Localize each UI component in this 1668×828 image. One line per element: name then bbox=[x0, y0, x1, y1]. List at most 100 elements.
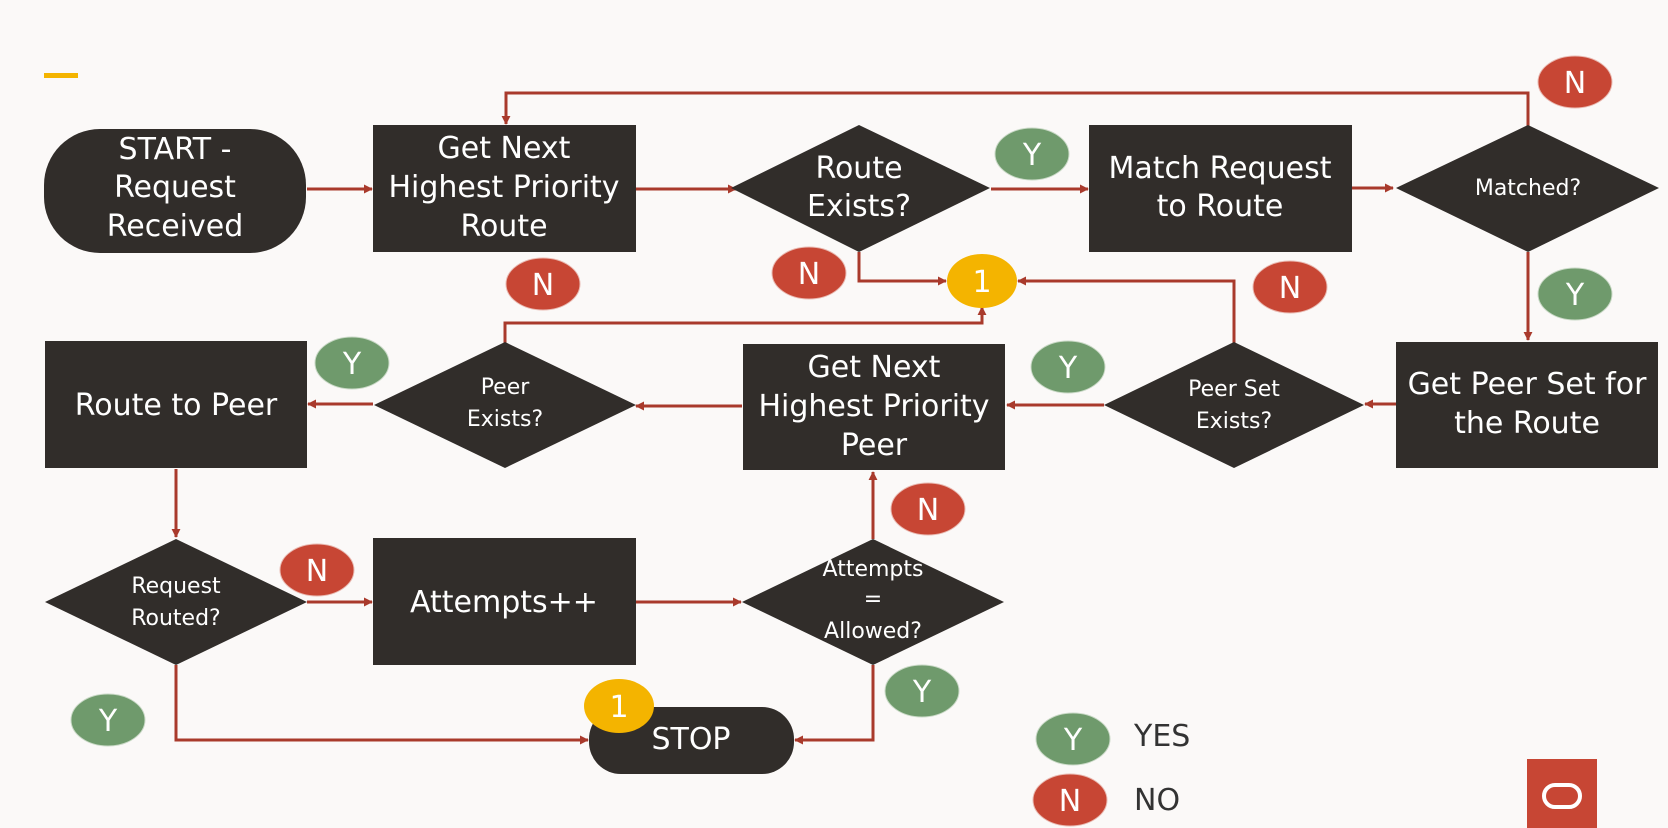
accent-dash bbox=[44, 73, 78, 78]
legend-no: N NO bbox=[1032, 773, 1180, 827]
yes-badge-peer-set-exists: Y bbox=[1030, 340, 1106, 394]
svg-text:1: 1 bbox=[972, 265, 991, 300]
arrow-attempts-allowed-yes-to-stop bbox=[794, 665, 875, 745]
node-get-route-line-1: Get Next bbox=[438, 131, 571, 166]
no-badge-peer-exists: N bbox=[505, 257, 581, 311]
node-route-to-peer: Route to Peer bbox=[45, 341, 307, 468]
svg-text:Matched?: Matched? bbox=[1475, 176, 1581, 201]
node-matched: Matched? bbox=[1396, 125, 1659, 252]
node-route-exists-line-1: Route bbox=[815, 151, 902, 186]
node-start-line-2: Request bbox=[114, 170, 236, 205]
svg-text:Y: Y bbox=[1022, 138, 1042, 173]
legend-yes-label: YES bbox=[1133, 719, 1190, 754]
arrow-request-routed-yes-to-stop bbox=[174, 665, 589, 745]
arrow-peer-exists-no-to-connector bbox=[503, 306, 987, 344]
node-get-peer-set: Get Peer Set for the Route bbox=[1396, 342, 1658, 468]
node-attempts-allowed-line-1: Attempts bbox=[823, 557, 924, 582]
svg-text:Attempts++: Attempts++ bbox=[410, 585, 598, 620]
svg-text:N: N bbox=[532, 268, 554, 303]
no-badge-route-exists: N bbox=[771, 246, 847, 300]
node-request-routed-line-2: Routed? bbox=[131, 606, 221, 631]
node-peer-exists-line-1: Peer bbox=[481, 375, 531, 400]
node-stop-line-1: STOP bbox=[651, 722, 730, 757]
node-start-line-1: START - bbox=[119, 132, 232, 167]
svg-text:Route to Peer: Route to Peer bbox=[75, 388, 278, 423]
svg-text:Y: Y bbox=[98, 704, 118, 739]
yes-badge-route-exists: Y bbox=[994, 127, 1070, 181]
no-badge-attempts-allowed: N bbox=[890, 482, 966, 536]
node-get-peer-set-line-1: Get Peer Set for bbox=[1408, 367, 1648, 402]
logo-ring-icon bbox=[1542, 783, 1582, 809]
node-attempts-inc-line-1: Attempts++ bbox=[410, 585, 598, 620]
svg-text:Y: Y bbox=[1063, 723, 1083, 758]
svg-text:N: N bbox=[798, 257, 820, 292]
arrow-route-exists-no-to-connector bbox=[857, 252, 947, 286]
node-attempts-inc: Attempts++ bbox=[373, 538, 636, 665]
svg-text:N: N bbox=[1564, 66, 1586, 101]
node-route-exists-line-2: Exists? bbox=[807, 189, 911, 224]
svg-text:N: N bbox=[917, 493, 939, 528]
svg-text:Attempts=Allowed?: Attempts = Allowed? bbox=[823, 557, 924, 644]
node-peer-exists-line-2: Exists? bbox=[467, 407, 543, 432]
connector-badge-top: 1 bbox=[947, 254, 1017, 308]
node-attempts-allowed: Attempts = Allowed? bbox=[742, 539, 1004, 665]
node-get-peer-line-1: Get Next bbox=[808, 350, 941, 385]
connector-badge-stop: 1 bbox=[584, 679, 654, 733]
svg-text:N: N bbox=[1059, 784, 1081, 819]
node-get-peer-line-3: Peer bbox=[841, 428, 908, 463]
svg-text:Y: Y bbox=[1565, 278, 1585, 313]
arrow-matched-no-loop bbox=[501, 91, 1530, 126]
node-attempts-allowed-line-3: Allowed? bbox=[824, 619, 922, 644]
svg-text:Y: Y bbox=[342, 347, 362, 382]
node-get-peer-set-line-2: the Route bbox=[1454, 406, 1600, 441]
node-request-routed-line-1: Request bbox=[131, 574, 221, 599]
brand-logo bbox=[1527, 759, 1597, 828]
yes-badge-peer-exists: Y bbox=[314, 336, 390, 390]
node-route-to-peer-line-1: Route to Peer bbox=[75, 388, 278, 423]
svg-text:1: 1 bbox=[609, 690, 628, 725]
node-matched-line-1: Matched? bbox=[1475, 176, 1581, 201]
node-attempts-allowed-line-2: = bbox=[864, 587, 882, 612]
svg-text:N: N bbox=[306, 554, 328, 589]
node-get-route-line-3: Route bbox=[460, 209, 547, 244]
svg-text:STOP: STOP bbox=[651, 722, 730, 757]
no-badge-request-routed: N bbox=[279, 543, 355, 597]
no-badge-matched: N bbox=[1537, 55, 1613, 109]
legend: Y YES N NO bbox=[1032, 712, 1190, 827]
svg-text:Y: Y bbox=[912, 675, 932, 710]
svg-text:N: N bbox=[1279, 271, 1301, 306]
node-get-peer-line-2: Highest Priority bbox=[758, 389, 989, 424]
legend-no-label: NO bbox=[1134, 783, 1180, 818]
svg-text:Y: Y bbox=[1058, 351, 1078, 386]
connectors bbox=[171, 91, 1533, 745]
node-get-route-line-2: Highest Priority bbox=[388, 170, 619, 205]
yes-badge-matched: Y bbox=[1537, 267, 1613, 321]
yes-badge-request-routed: Y bbox=[70, 693, 146, 747]
no-badge-peer-set-exists: N bbox=[1252, 260, 1328, 314]
node-match-request-line-1: Match Request bbox=[1109, 151, 1332, 186]
node-peer-set-exists-line-1: Peer Set bbox=[1188, 377, 1280, 402]
node-match-request-line-2: to Route bbox=[1157, 189, 1284, 224]
node-start-line-3: Received bbox=[107, 209, 244, 244]
arrow-peer-set-exists-no-to-connector bbox=[1017, 276, 1236, 344]
legend-yes: Y YES bbox=[1035, 712, 1190, 766]
node-peer-set-exists-line-2: Exists? bbox=[1196, 409, 1272, 434]
yes-badge-attempts-allowed: Y bbox=[884, 664, 960, 718]
